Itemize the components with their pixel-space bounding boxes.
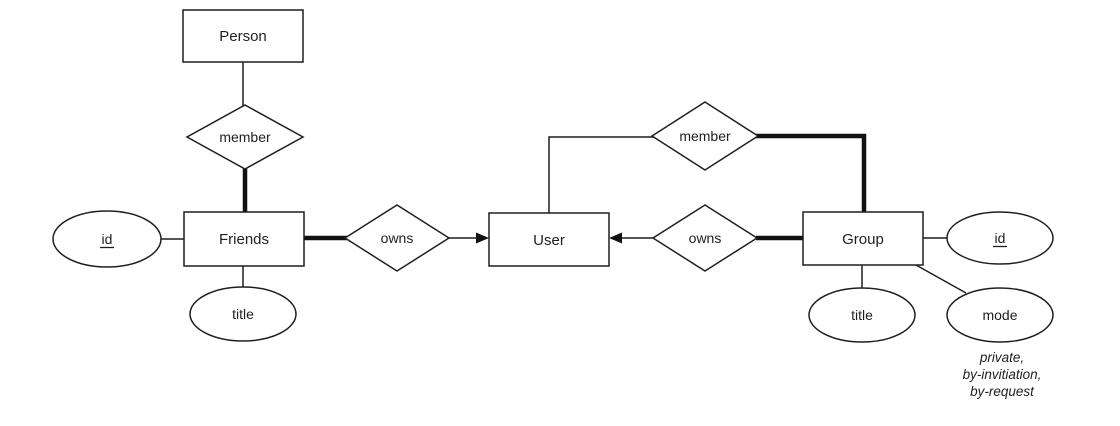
relationship-member-right-label: member (679, 128, 731, 144)
relationship-member-left-diamond (185, 104, 305, 170)
entity-group-label: Group (842, 231, 884, 248)
relationship-owns-right-diamond (651, 204, 759, 272)
entity-friends-label: Friends (219, 231, 269, 248)
relationship-owns-right-label: owns (689, 230, 722, 246)
relationship-member-right-diamond (650, 101, 760, 171)
attribute-group-mode-label: mode (982, 307, 1017, 323)
entity-group-box (802, 211, 924, 266)
attribute-friends-title-label: title (232, 306, 254, 322)
attribute-group-id-ellipse (946, 211, 1054, 265)
entity-user-label: User (533, 232, 565, 249)
connector-user-member-right (548, 136, 654, 214)
entity-friends-box (183, 211, 305, 267)
arrowhead-owns-right-to-user (609, 232, 622, 244)
relationship-owns-left-diamond (343, 204, 451, 272)
attribute-group-title-ellipse (808, 287, 916, 343)
attribute-friends-id-ellipse (52, 210, 162, 268)
entity-person-box (182, 9, 304, 63)
attribute-group-id-label: id (995, 230, 1006, 246)
connector-group-mode (915, 264, 967, 294)
arrowhead-owns-left-to-user (476, 232, 489, 244)
annotation-mode-values-line3: by-request (970, 384, 1035, 399)
connector-member-group-thick (756, 133, 867, 214)
attribute-friends-title-ellipse (189, 286, 297, 342)
entity-user-box (488, 212, 610, 267)
annotation-mode-values-line1: private, (979, 350, 1024, 365)
attribute-group-mode-ellipse (946, 287, 1054, 343)
entity-person-label: Person (219, 28, 267, 45)
attribute-group-title-label: title (851, 307, 873, 323)
relationship-member-left-label: member (219, 129, 271, 145)
relationship-owns-left-label: owns (381, 230, 414, 246)
annotation-mode-values-line2: by-invitiation, (963, 367, 1042, 382)
attribute-friends-id-label: id (102, 231, 113, 247)
